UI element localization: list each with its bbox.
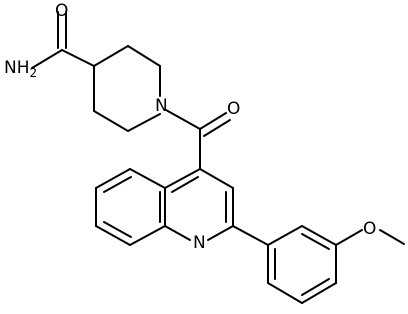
benzo-bond bbox=[129, 168, 166, 189]
piperidine-bond bbox=[93, 45, 129, 67]
benzo-inner-bond bbox=[103, 221, 132, 238]
amide-c4-bond bbox=[61, 49, 95, 67]
quinoline-bond bbox=[207, 225, 234, 241]
piperidine-bond bbox=[93, 110, 129, 132]
piperidine-bond bbox=[127, 113, 161, 132]
benzo-inner-bond bbox=[103, 176, 132, 193]
methoxy-ch3-bond bbox=[379, 229, 405, 245]
benzo-bond bbox=[129, 225, 166, 246]
benzo-bond bbox=[95, 225, 131, 246]
piperidine-nitrogen-label: N bbox=[155, 96, 168, 116]
bond-lines bbox=[31, 11, 405, 304]
atom-labels: O NH2 N O N O bbox=[4, 1, 376, 253]
carbonyl-o-double-bond bbox=[203, 119, 231, 137]
phenyl-inner-bond bbox=[301, 233, 330, 250]
carbonyl-oxygen-label: O bbox=[227, 99, 240, 119]
methoxy-o-bond bbox=[335, 229, 363, 246]
quinoline-inner-bond bbox=[171, 176, 199, 193]
n-carbonyl-bond bbox=[165, 109, 201, 130]
quinoline-nitrogen-label: N bbox=[193, 233, 206, 253]
phenyl-inner-bond bbox=[301, 278, 330, 296]
methoxy-oxygen-label: O bbox=[363, 219, 376, 239]
quinoline-bond bbox=[164, 225, 191, 241]
amide-nitrogen-label: NH2 bbox=[4, 58, 37, 80]
benzo-bond bbox=[95, 168, 131, 189]
phenyl-bond bbox=[301, 282, 337, 304]
phenyl-bond bbox=[267, 282, 303, 304]
quinoline-aryl-bond bbox=[232, 225, 269, 246]
quinoline-bond bbox=[199, 168, 234, 189]
amide-oxygen-label: O bbox=[55, 1, 68, 21]
quinoline-bond bbox=[164, 168, 201, 189]
carbonyl-o-bond bbox=[199, 112, 227, 130]
amide-cn-bond bbox=[31, 49, 63, 69]
piperidine-bond bbox=[127, 45, 161, 67]
phenyl-bond bbox=[267, 225, 303, 246]
phenyl-bond bbox=[301, 225, 337, 246]
